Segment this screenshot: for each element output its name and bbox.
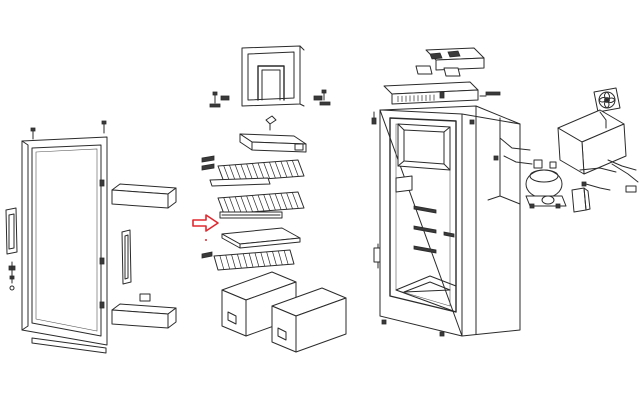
door-inner-frame xyxy=(31,144,102,337)
door-hinge-parts xyxy=(8,261,16,291)
red-outline-arrow-icon xyxy=(192,214,219,232)
refrigerant-pipes xyxy=(499,137,639,193)
wire-shelf-middle xyxy=(217,191,305,215)
interior-parts xyxy=(192,45,347,353)
door-side-fittings xyxy=(99,179,105,309)
glass-shelf xyxy=(221,227,301,249)
control-bar xyxy=(383,81,501,105)
highlighted-shelf-rail xyxy=(219,211,283,219)
door-assembly xyxy=(5,120,177,354)
door-bottom-strip xyxy=(31,337,107,354)
door-shelf-upper xyxy=(111,183,177,209)
fan-icon xyxy=(593,87,621,113)
compressor-cover xyxy=(557,109,627,175)
control-panel-top xyxy=(415,47,485,77)
thermostat-box xyxy=(395,175,413,193)
latch-part xyxy=(265,115,277,131)
freezer-flap xyxy=(241,45,305,107)
door-handle xyxy=(5,207,18,255)
relay-box xyxy=(571,187,591,213)
freezer-compartment xyxy=(397,123,451,171)
shelf-runners xyxy=(413,205,455,254)
cabinet-assembly xyxy=(371,47,521,337)
compressor xyxy=(525,159,567,209)
compressor-parts xyxy=(499,87,639,213)
door-edge xyxy=(21,140,29,331)
door-bracket xyxy=(121,229,132,285)
cabinet-floor xyxy=(395,275,457,313)
door-panel xyxy=(21,136,108,346)
door-top-screws xyxy=(30,120,107,140)
marker-dot xyxy=(205,239,207,241)
wire-shelf-bottom xyxy=(213,249,295,271)
crisper-drawer-right xyxy=(271,287,347,353)
door-shelf-lower xyxy=(111,293,177,329)
flap-hinges xyxy=(209,89,331,108)
cabinet-fittings xyxy=(371,111,499,337)
shelf-clips xyxy=(201,155,215,259)
shelf-support-1 xyxy=(209,177,271,187)
wire-shelf-top xyxy=(217,159,305,183)
ice-tray xyxy=(239,133,307,153)
